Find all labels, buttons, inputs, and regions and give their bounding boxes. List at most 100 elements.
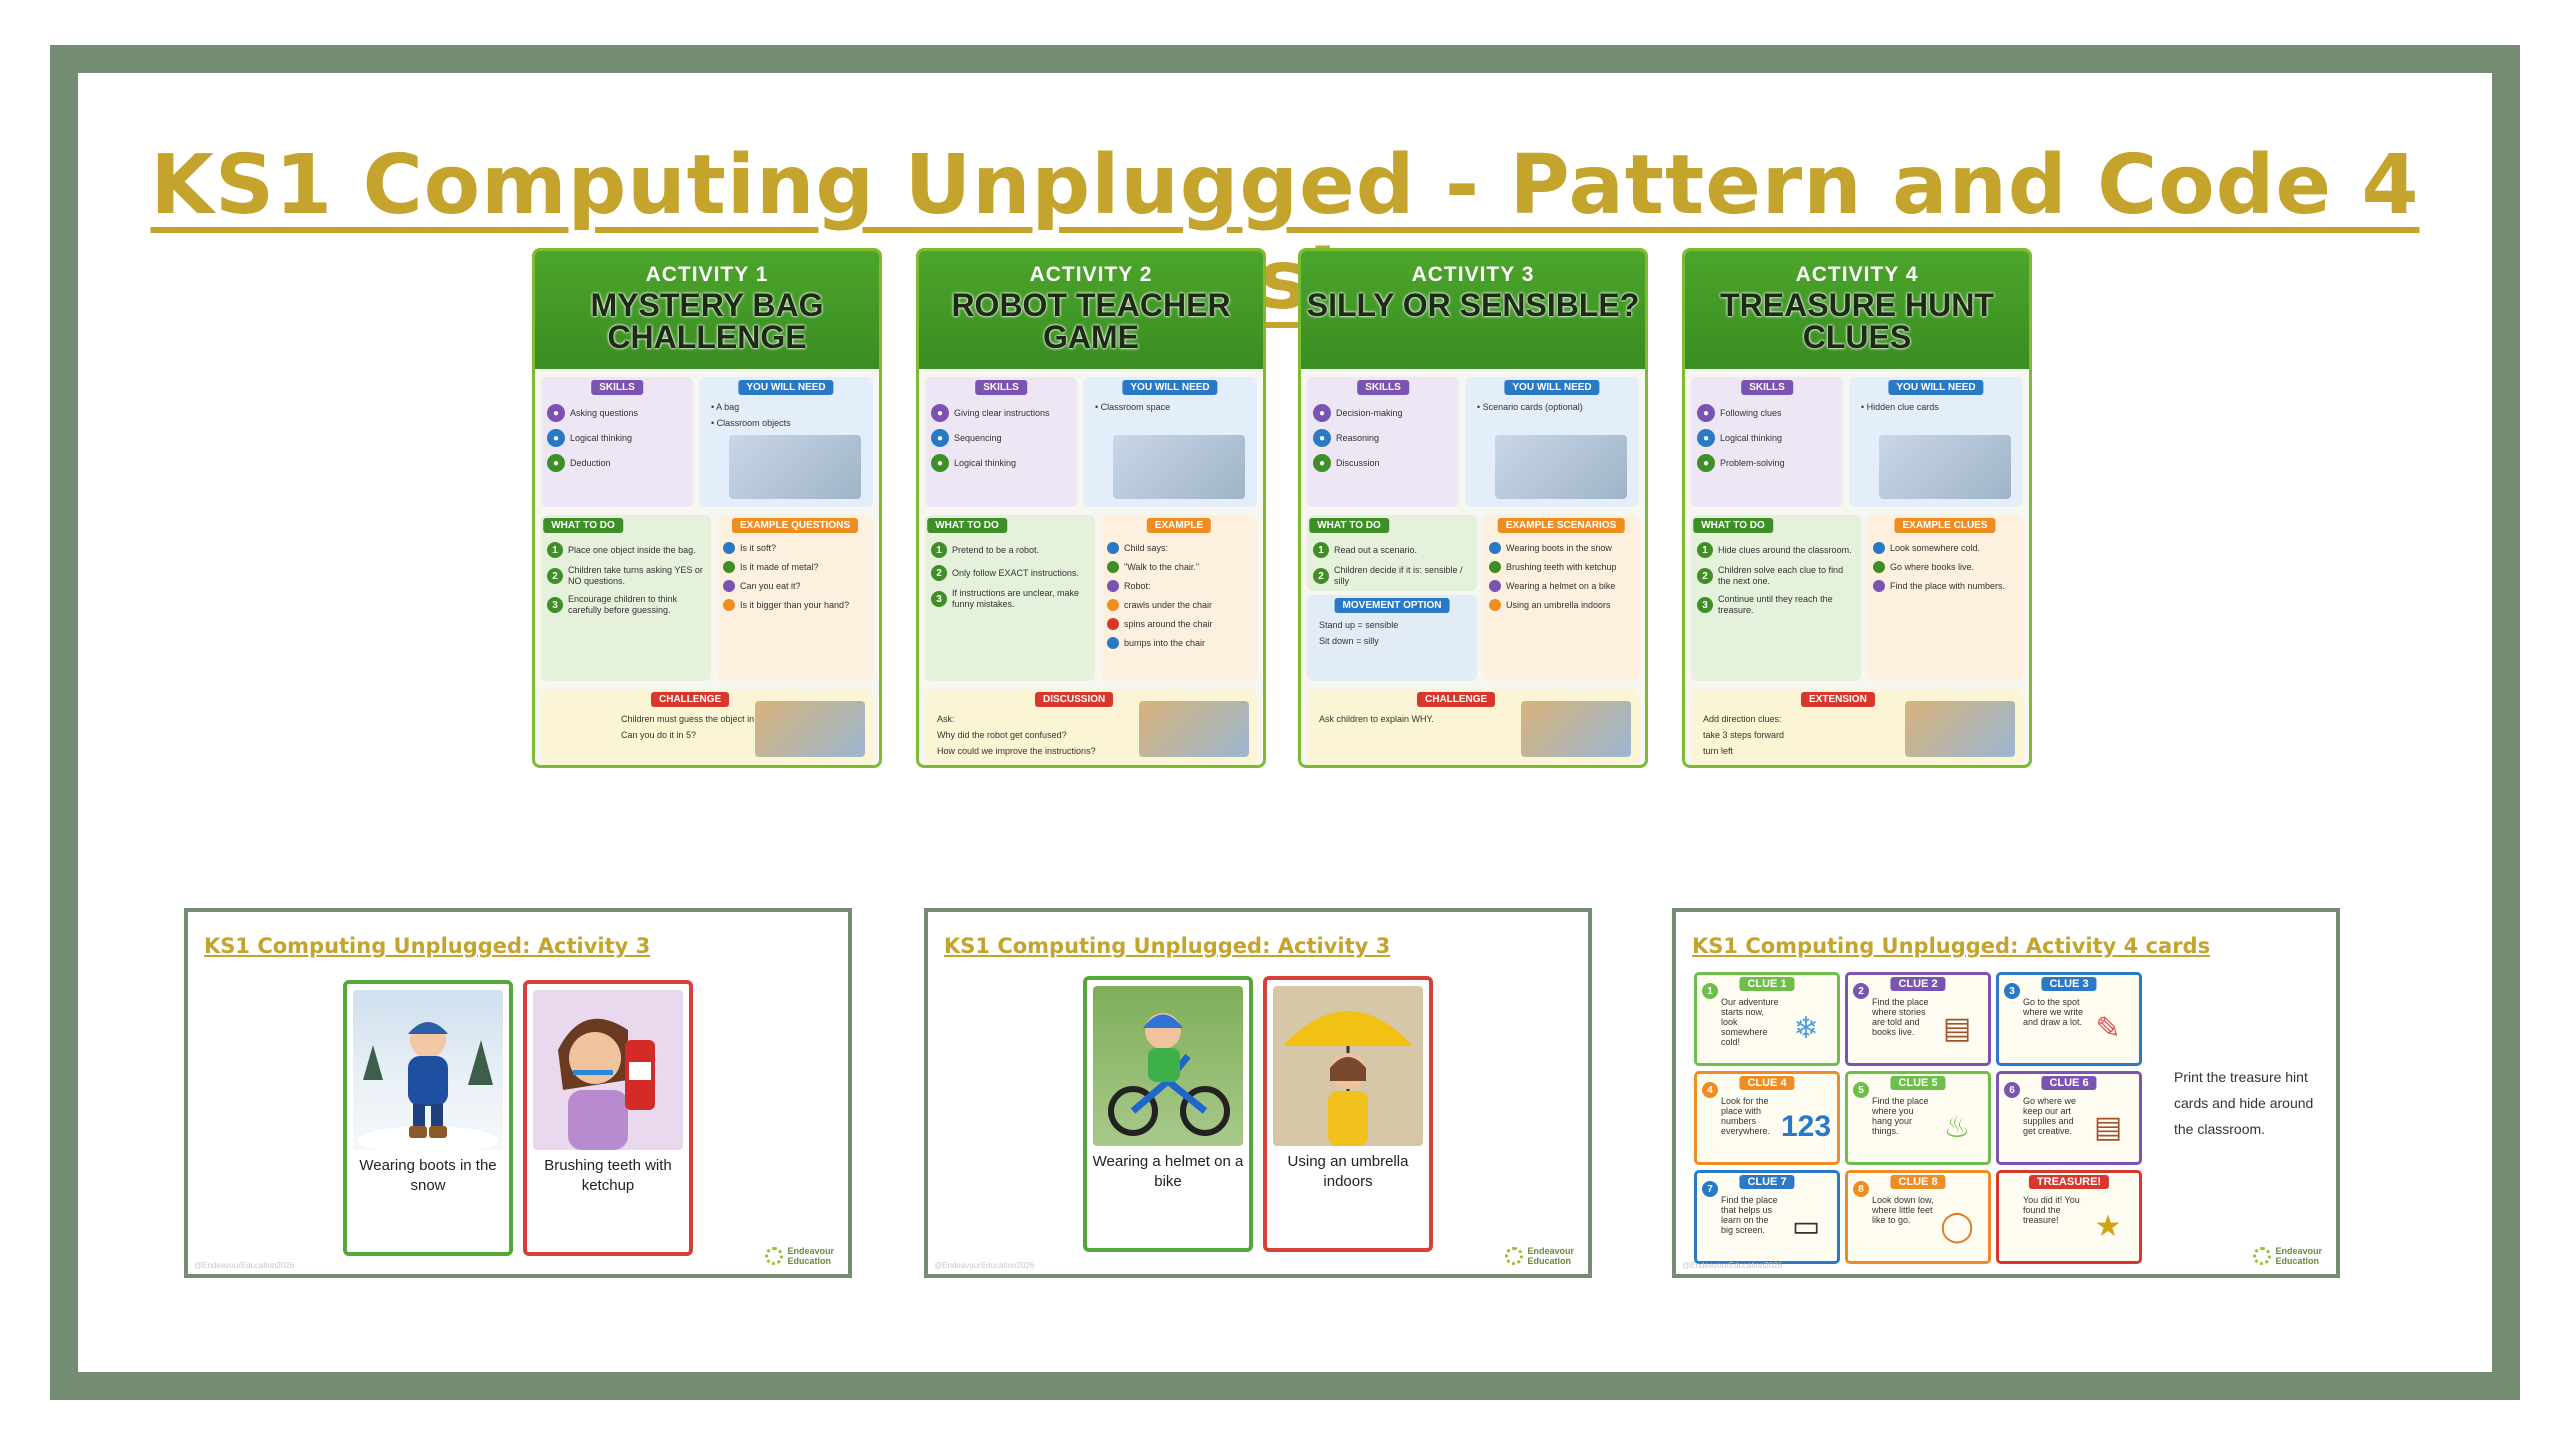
skill-icon: ● <box>931 404 949 422</box>
scenario-card: Wearing a helmet on a bike <box>1083 976 1253 1252</box>
clue-card: CLUE 7 7 Find the place that helps us le… <box>1694 1170 1840 1264</box>
step-number-icon: 1 <box>1313 542 1329 558</box>
umbrella-picture <box>1273 986 1423 1146</box>
sunburst-icon <box>1505 1247 1524 1265</box>
snow-boots-picture <box>353 990 503 1154</box>
instructions-text: Print the treasure hint cards and hide a… <box>2174 1069 2314 1137</box>
clue-picture-icon: ★ <box>2094 1209 2122 1243</box>
scenario-card: Wearing boots in the snow <box>343 980 513 1256</box>
bullet-icon <box>1489 542 1501 554</box>
skill-item: ●Giving clear instructions <box>931 404 1071 422</box>
skill-item: ●Logical thinking <box>547 429 687 447</box>
activity-poster-2: ACTIVITY 2 ROBOT TEACHER GAME SKILLS●Giv… <box>916 248 1266 768</box>
extra-item: How could we improve the instructions? <box>937 746 1096 756</box>
skill-item: ●Deduction <box>547 454 687 472</box>
activity-number: ACTIVITY 1 <box>645 263 769 286</box>
clue-number-icon: 7 <box>1702 1181 1718 1197</box>
example-item: spins around the chair <box>1107 618 1251 630</box>
materials-picture <box>1495 435 1627 499</box>
clue-text: Find the place where stories are told an… <box>1872 997 1929 1037</box>
step-number-icon: 2 <box>1313 568 1329 584</box>
example-item: Is it bigger than your hand? <box>723 599 867 611</box>
clue-number-icon: 6 <box>2004 1082 2020 1098</box>
you-will-need-section: YOU WILL NEED• Classroom space <box>1083 377 1257 507</box>
child-brushing-teeth-icon <box>558 1018 655 1150</box>
skill-item: ●Problem-solving <box>1697 454 1837 472</box>
clue-card: CLUE 2 2 Find the place where stories ar… <box>1845 972 1991 1066</box>
clue-number-icon: 3 <box>2004 983 2020 999</box>
clue-number-icon: 5 <box>1853 1082 1869 1098</box>
skill-icon: ● <box>931 454 949 472</box>
skill-item: ●Following clues <box>1697 404 1837 422</box>
skill-item: ●Asking questions <box>547 404 687 422</box>
clue-number-icon: 1 <box>1702 983 1718 999</box>
scenario-card: Using an umbrella indoors <box>1263 976 1433 1252</box>
card-caption: Brushing teeth with ketchup <box>544 1157 672 1194</box>
clue-text: Find the place where you hang your thing… <box>1872 1096 1929 1136</box>
ketchup-picture <box>533 990 683 1150</box>
clue-heading: CLUE 3 <box>2041 977 2097 991</box>
bullet-icon <box>723 599 735 611</box>
skill-item: ●Sequencing <box>931 429 1071 447</box>
activity-name: SILLY OR SENSIBLE? <box>1306 287 1640 323</box>
extra-item: Ask children to explain WHY. <box>1319 714 1434 724</box>
slide-activity-3-a: KS1 Computing Unplugged: Activity 3 Wear… <box>184 908 852 1278</box>
skills-section: SKILLS●Giving clear instructions●Sequenc… <box>925 377 1077 507</box>
activity-number: ACTIVITY 4 <box>1795 263 1919 286</box>
clue-heading: CLUE 6 <box>2041 1076 2097 1090</box>
card-caption: Wearing boots in the snow <box>359 1157 497 1194</box>
child-with-umbrella-icon <box>1283 1011 1413 1146</box>
clue-picture-icon: ❄ <box>1793 1011 1819 1045</box>
clue-heading: CLUE 5 <box>1890 1076 1946 1090</box>
clue-text: You did it! You found the treasure! <box>2023 1195 2080 1225</box>
materials-picture <box>1113 435 1245 499</box>
bullet-icon <box>1489 561 1501 573</box>
example-item: Is it soft? <box>723 542 867 554</box>
bullet-icon <box>1873 580 1885 592</box>
poster-header: ACTIVITY 2 ROBOT TEACHER GAME <box>919 251 1263 369</box>
clue-card: CLUE 3 3 Go to the spot where we write a… <box>1996 972 2142 1066</box>
skill-icon: ● <box>931 429 949 447</box>
step-number-icon: 1 <box>547 542 563 558</box>
skills-section: SKILLS●Asking questions●Logical thinking… <box>541 377 693 507</box>
skill-icon: ● <box>1697 404 1715 422</box>
clue-heading: TREASURE! <box>2028 1175 2110 1189</box>
helmet-bike-picture <box>1093 986 1243 1146</box>
clue-text: Go where we keep our art supplies and ge… <box>2023 1096 2077 1136</box>
clue-picture-icon: ▤ <box>2093 1110 2123 1144</box>
card-caption: Wearing a helmet on a bike <box>1092 1153 1244 1190</box>
bullet-icon <box>1107 618 1119 630</box>
slide-title: KS1 Computing Unplugged: Activity 3 <box>944 934 1391 958</box>
sunburst-icon <box>765 1247 784 1265</box>
clue-number-icon: 2 <box>1853 983 1869 999</box>
clue-picture-icon: 123 <box>1780 1110 1832 1143</box>
activity-poster-4: ACTIVITY 4 TREASURE HUNT CLUES SKILLS●Fo… <box>1682 248 2032 768</box>
clue-text: Find the place that helps us learn on th… <box>1721 1195 1778 1235</box>
slide-activity-3-b: KS1 Computing Unplugged: Activity 3 Wear… <box>924 908 1592 1278</box>
skill-icon: ● <box>1697 429 1715 447</box>
extra-item: turn left <box>1703 746 1734 756</box>
example-item: Child says: <box>1107 542 1251 554</box>
materials-picture <box>1879 435 2011 499</box>
skill-icon: ● <box>1313 404 1331 422</box>
activity-poster-1: ACTIVITY 1 MYSTERY BAG CHALLENGE SKILLS●… <box>532 248 882 768</box>
example-item: Wearing a helmet on a bike <box>1489 580 1633 592</box>
clue-picture-icon: ♨ <box>1943 1110 1971 1144</box>
clue-heading: CLUE 1 <box>1739 977 1795 991</box>
skill-icon: ● <box>1313 429 1331 447</box>
skill-icon: ● <box>547 429 565 447</box>
step-number-icon: 3 <box>1697 597 1713 613</box>
poster-header: ACTIVITY 3 SILLY OR SENSIBLE? <box>1301 251 1645 369</box>
